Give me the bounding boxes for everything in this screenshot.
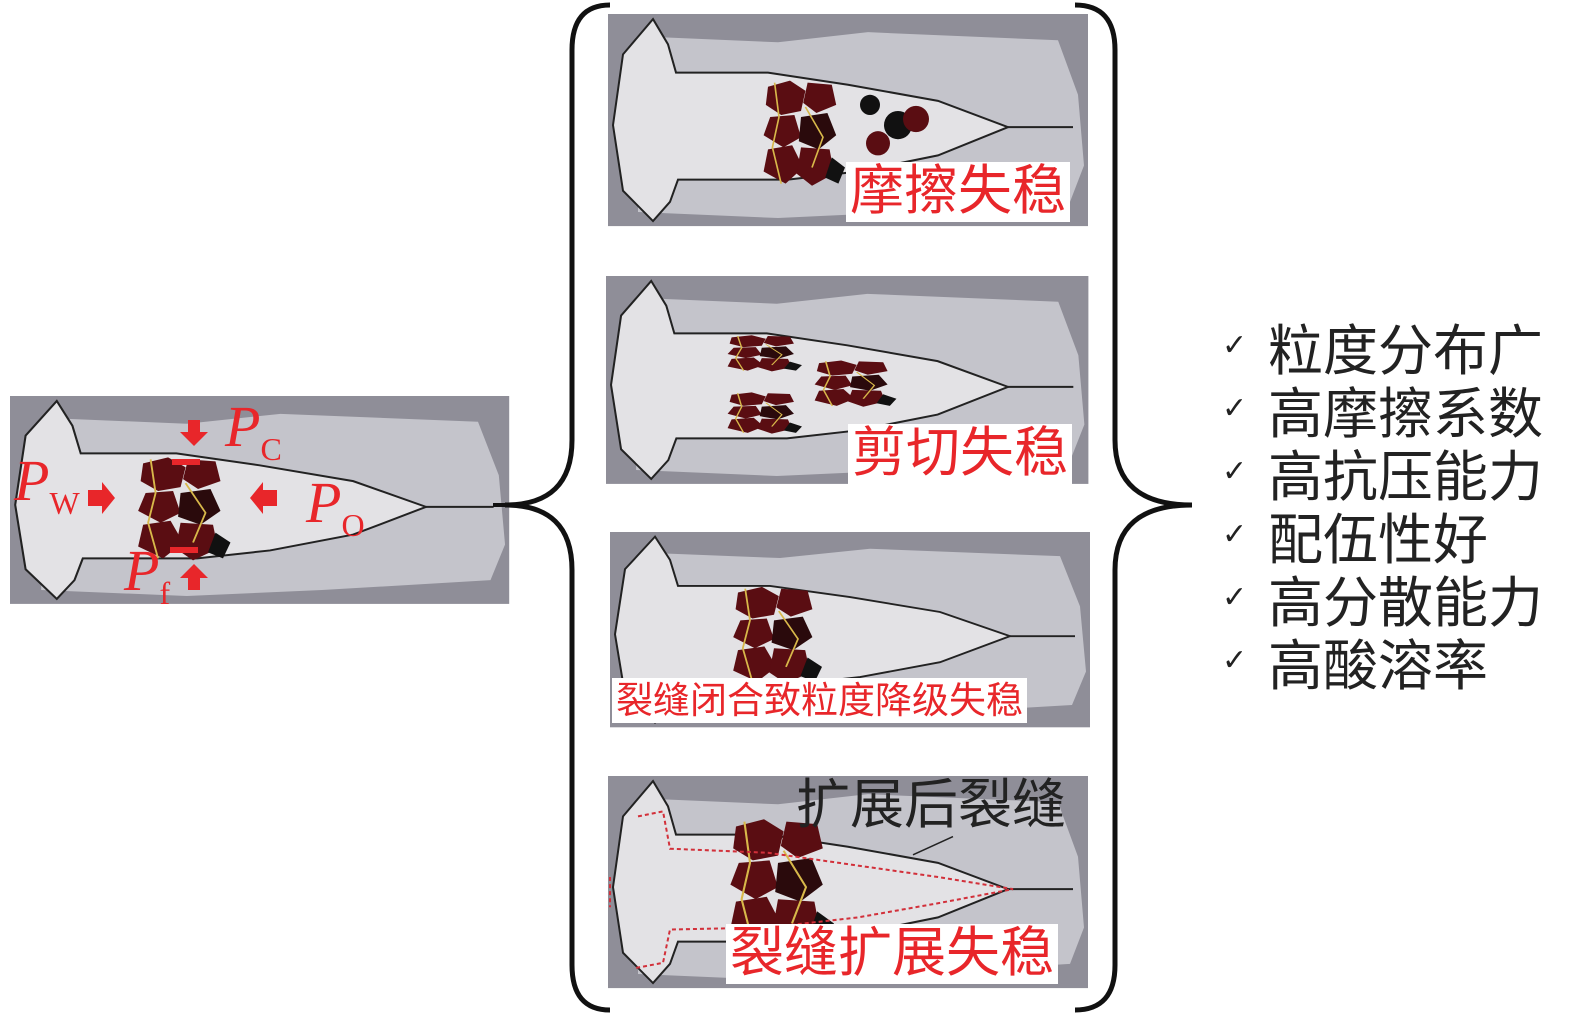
check-icon: ✓: [1222, 643, 1248, 678]
check-icon: ✓: [1222, 517, 1248, 552]
panel-propagation: [606, 774, 1090, 990]
list-item: ✓ 高分散能力: [1222, 566, 1543, 635]
list-item: ✓ 高摩擦系数: [1222, 377, 1543, 446]
list-item-text: 高分散能力: [1268, 570, 1544, 635]
caption-friction: 摩擦失稳: [846, 162, 1070, 222]
list-item-text: 高抗压能力: [1268, 444, 1544, 509]
annotation-extended-fracture: 扩展后裂缝: [796, 773, 1066, 836]
pw-label: PW: [14, 452, 80, 521]
list-item: ✓ 粒度分布广: [1222, 314, 1543, 383]
check-icon: ✓: [1222, 328, 1248, 363]
check-icon: ✓: [1222, 391, 1248, 426]
list-item-text: 配伍性好: [1268, 507, 1489, 572]
pw-sub: W: [49, 485, 80, 521]
panel-friction: [606, 12, 1090, 228]
left-brace: [504, 2, 611, 1013]
list-item: ✓ 高抗压能力: [1222, 440, 1543, 509]
check-icon: ✓: [1222, 454, 1248, 489]
requirements-checklist: ✓ 粒度分布广 ✓ 高摩擦系数 ✓ 高抗压能力 ✓ 配伍性好 ✓ 高分散能力 ✓ 高酸溶率: [1222, 314, 1543, 698]
caption-shear: 剪切失稳: [848, 424, 1072, 484]
list-item-text: 高摩擦系数: [1268, 381, 1544, 446]
pf-arrow-icon: [180, 564, 208, 590]
list-item-text: 粒度分布广: [1268, 318, 1544, 383]
po-arrow-icon: [250, 482, 277, 514]
pressure-arrows: [88, 420, 277, 590]
pf-label: Pf: [124, 542, 171, 611]
po-sub: O: [341, 507, 365, 543]
po-main: P: [306, 470, 342, 535]
pc-sub: C: [260, 431, 282, 467]
right-brace: [1074, 2, 1193, 1013]
pf-main: P: [124, 538, 160, 603]
check-icon: ✓: [1222, 580, 1248, 615]
po-label: PO: [306, 474, 365, 543]
pw-arrow-icon: [88, 482, 115, 514]
list-item: ✓ 配伍性好: [1222, 503, 1543, 572]
list-item: ✓ 高酸溶率: [1222, 629, 1543, 698]
pw-main: P: [14, 448, 50, 513]
pc-arrow-icon: [180, 420, 208, 446]
pc-label: PC: [225, 398, 282, 467]
pf-sub: f: [159, 575, 171, 611]
caption-propagation: 裂缝扩展失稳: [726, 924, 1058, 984]
caption-closure: 裂缝闭合致粒度降级失稳: [612, 678, 1027, 723]
pc-main: P: [225, 394, 261, 459]
list-item-text: 高酸溶率: [1268, 633, 1489, 698]
